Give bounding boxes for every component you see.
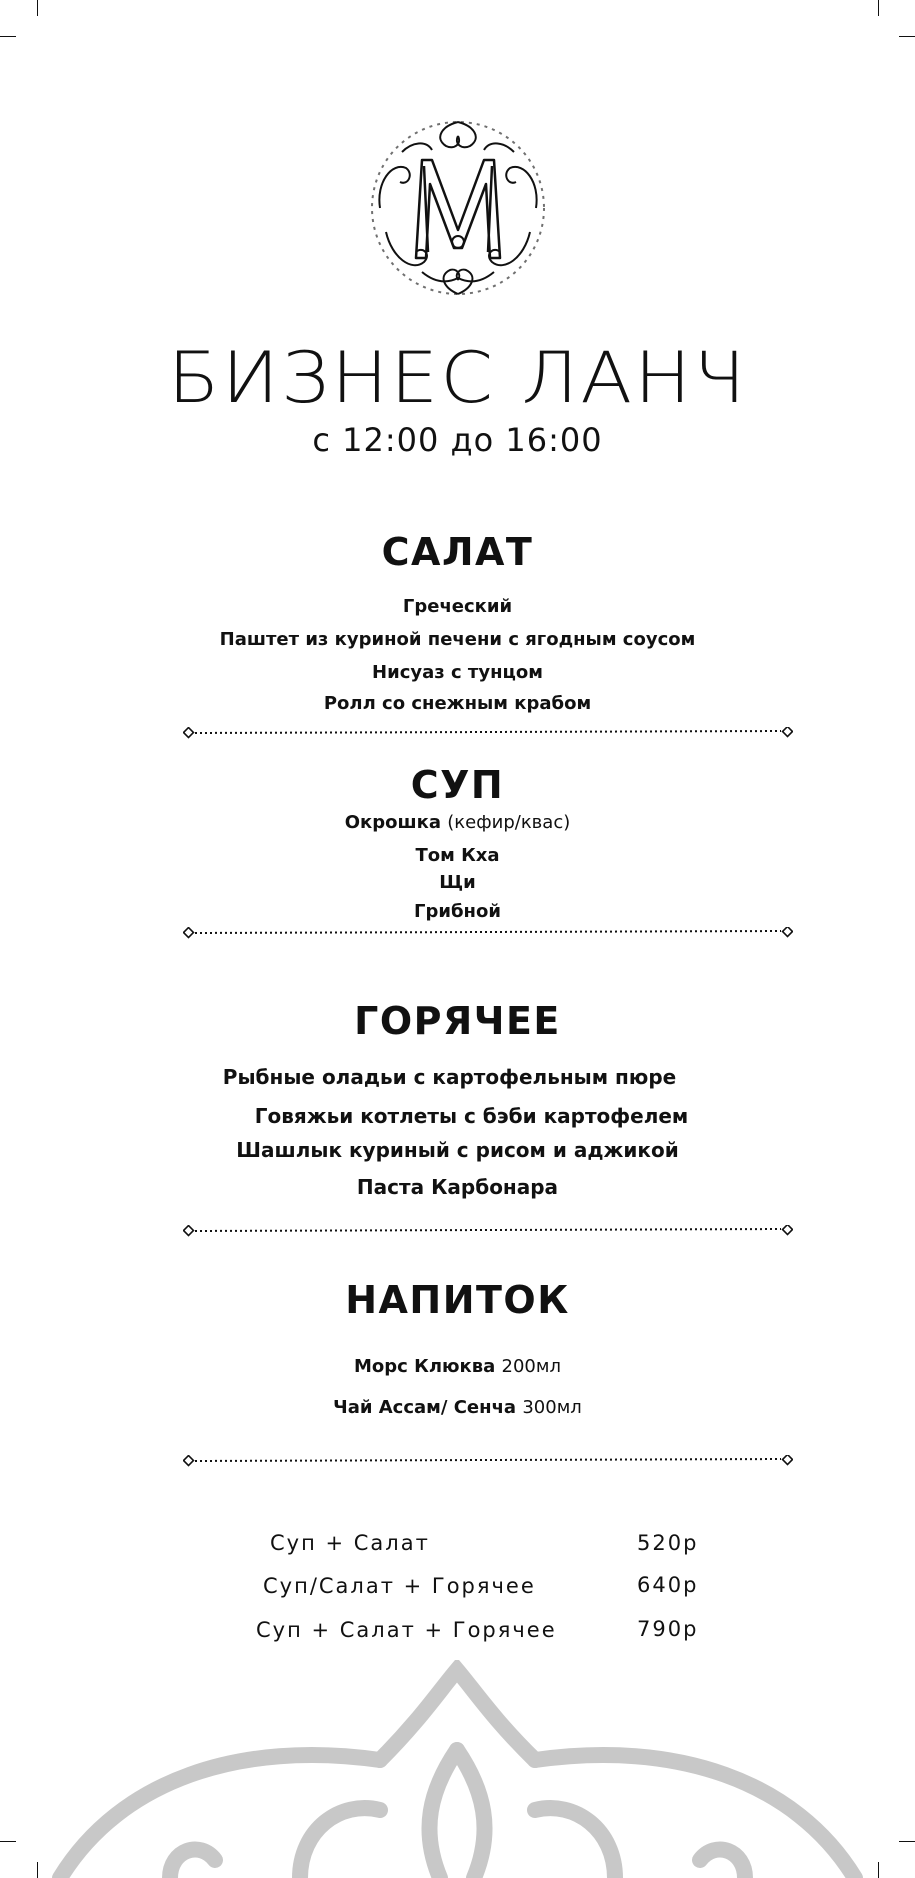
menu-item: Паштет из куриной печени с ягодным соусо… [219,629,696,650]
crop-mark [37,0,38,16]
section-title-salad: САЛАТ [381,530,534,574]
ornament-decoration [52,1660,863,1878]
crop-mark [899,1841,915,1842]
combo-price: 790р [637,1617,699,1641]
menu-item: Щи [439,872,476,893]
crop-mark [37,1862,38,1878]
menu-item-note: (кефир/квас) [447,812,571,833]
menu-item: Нисуаз с тунцом [372,662,543,683]
menu-item: Греческий [402,596,513,617]
menu-item: Ролл со снежным крабом [323,693,592,714]
combo-label: Суп + Салат [270,1531,430,1555]
menu-item: Чай Ассам/ Сенча 300мл [0,1397,915,1419]
crop-mark [899,36,915,37]
menu-item-note: 300мл [522,1397,582,1418]
crop-mark [0,36,16,37]
crop-mark [878,0,879,16]
menu-item: Грибной [414,901,501,922]
page-title: БИЗНЕС ЛАНЧ [167,337,748,419]
dotted-divider [183,1455,793,1467]
menu-item: Морс Клюква 200мл [0,1356,915,1378]
section-title-soup: СУП [410,763,505,807]
section-title-drink: НАПИТОК [345,1278,570,1322]
combo-label: Суп/Салат + Горячее [263,1574,536,1598]
menu-item: Рыбные оладьи с картофельным пюре [222,1065,677,1089]
menu-item-note: 200мл [501,1356,561,1377]
service-hours: с 12:00 до 16:00 [312,421,603,459]
menu-item-name: Чай Ассам/ Сенча [333,1397,517,1418]
crop-mark [0,1841,16,1842]
menu-item: Паста Карбонара [356,1175,559,1199]
menu-item: Том Кха [415,845,500,866]
dotted-divider [183,1225,793,1237]
dotted-divider [183,727,793,739]
menu-item-name: Окрошка [344,812,441,833]
combo-label: Суп + Салат + Горячее [256,1618,557,1642]
dotted-divider [183,927,793,939]
menu-item-name: Морс Клюква [354,1356,496,1377]
menu-item: Шашлык куриный с рисом и аджикой [236,1138,679,1162]
menu-item: Говяжьи котлеты с бэби картофелем [254,1104,689,1128]
crop-mark [878,1862,879,1878]
menu-item: Окрошка (кефир/квас) [0,812,915,834]
logo-monogram [371,121,545,295]
combo-price: 520р [637,1531,699,1555]
combo-price: 640р [637,1573,699,1597]
section-title-hot: ГОРЯЧЕЕ [354,999,561,1043]
